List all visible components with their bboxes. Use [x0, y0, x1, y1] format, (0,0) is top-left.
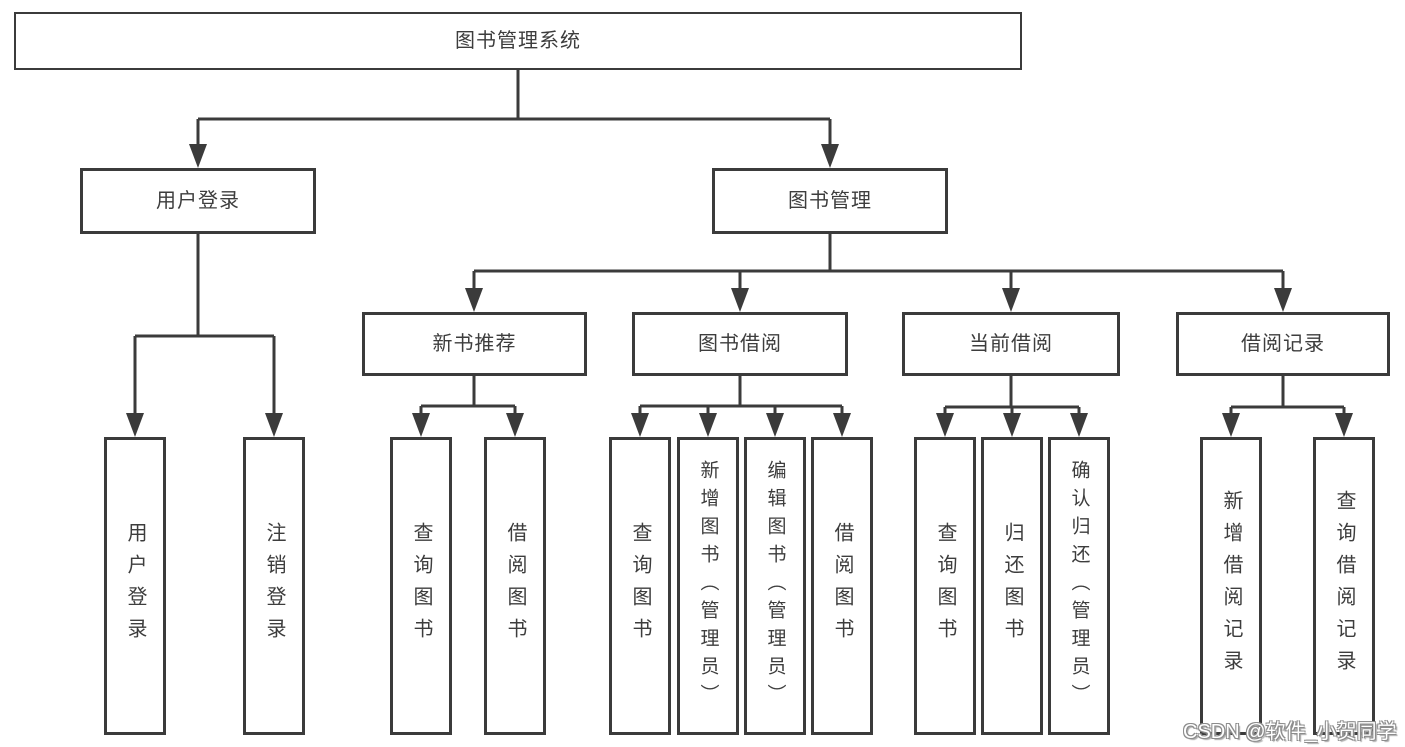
leaf-logout: 注销登录	[243, 437, 305, 735]
node-user-login: 用户登录	[80, 168, 316, 234]
leaf-query-books-borrowing: 查询图书	[609, 437, 671, 735]
tree-edges	[133, 70, 1346, 416]
leaf-edit-books-admin: 编辑图书（管理员）	[744, 437, 806, 735]
leaf-borrow-books-recommend: 借阅图书	[484, 437, 546, 735]
node-new-book-recommend-label: 新书推荐	[432, 333, 517, 355]
leaf-user-login-label: 用户登录	[124, 522, 146, 650]
arrowheads	[126, 144, 1353, 437]
node-current-borrowing-label: 当前借阅	[969, 333, 1053, 355]
leaf-return-books-label: 归还图书	[1001, 522, 1023, 650]
csdn-watermark: CSDN @软件_小贺同学	[1183, 721, 1397, 743]
leaf-borrow-books-recommend-label: 借阅图书	[504, 522, 526, 650]
leaf-query-borrow-record: 查询借阅记录	[1313, 437, 1375, 735]
leaf-query-books-borrowing-label: 查询图书	[629, 522, 651, 650]
leaf-edit-books-admin-label: 编辑图书（管理员）	[764, 460, 786, 712]
node-root-system: 图书管理系统	[14, 12, 1022, 70]
leaf-query-books-current: 查询图书	[914, 437, 976, 735]
node-book-management: 图书管理	[712, 168, 948, 234]
node-current-borrowing: 当前借阅	[902, 312, 1120, 376]
leaf-logout-label: 注销登录	[263, 522, 285, 650]
leaf-query-books-recommend: 查询图书	[390, 437, 452, 735]
leaf-query-borrow-record-label: 查询借阅记录	[1333, 490, 1355, 682]
node-book-borrowing: 图书借阅	[632, 312, 848, 376]
leaf-borrow-books-label: 借阅图书	[831, 522, 853, 650]
leaf-return-books: 归还图书	[981, 437, 1043, 735]
node-book-borrowing-label: 图书借阅	[698, 333, 782, 355]
node-user-login-label: 用户登录	[156, 190, 240, 212]
leaf-confirm-return-admin: 确认归还（管理员）	[1048, 437, 1110, 735]
leaf-add-books-admin-label: 新增图书（管理员）	[697, 460, 719, 712]
leaf-add-books-admin: 新增图书（管理员）	[677, 437, 739, 735]
node-borrowing-records: 借阅记录	[1176, 312, 1390, 376]
node-book-management-label: 图书管理	[788, 190, 872, 212]
leaf-query-books-recommend-label: 查询图书	[410, 522, 432, 650]
leaf-add-borrow-record: 新增借阅记录	[1200, 437, 1262, 735]
leaf-add-borrow-record-label: 新增借阅记录	[1220, 490, 1242, 682]
leaf-confirm-return-admin-label: 确认归还（管理员）	[1068, 460, 1090, 712]
node-root-label: 图书管理系统	[455, 30, 581, 52]
leaf-user-login: 用户登录	[104, 437, 166, 735]
leaf-query-books-current-label: 查询图书	[934, 522, 956, 650]
node-new-book-recommend: 新书推荐	[362, 312, 587, 376]
node-borrowing-records-label: 借阅记录	[1241, 333, 1325, 355]
leaf-borrow-books: 借阅图书	[811, 437, 873, 735]
